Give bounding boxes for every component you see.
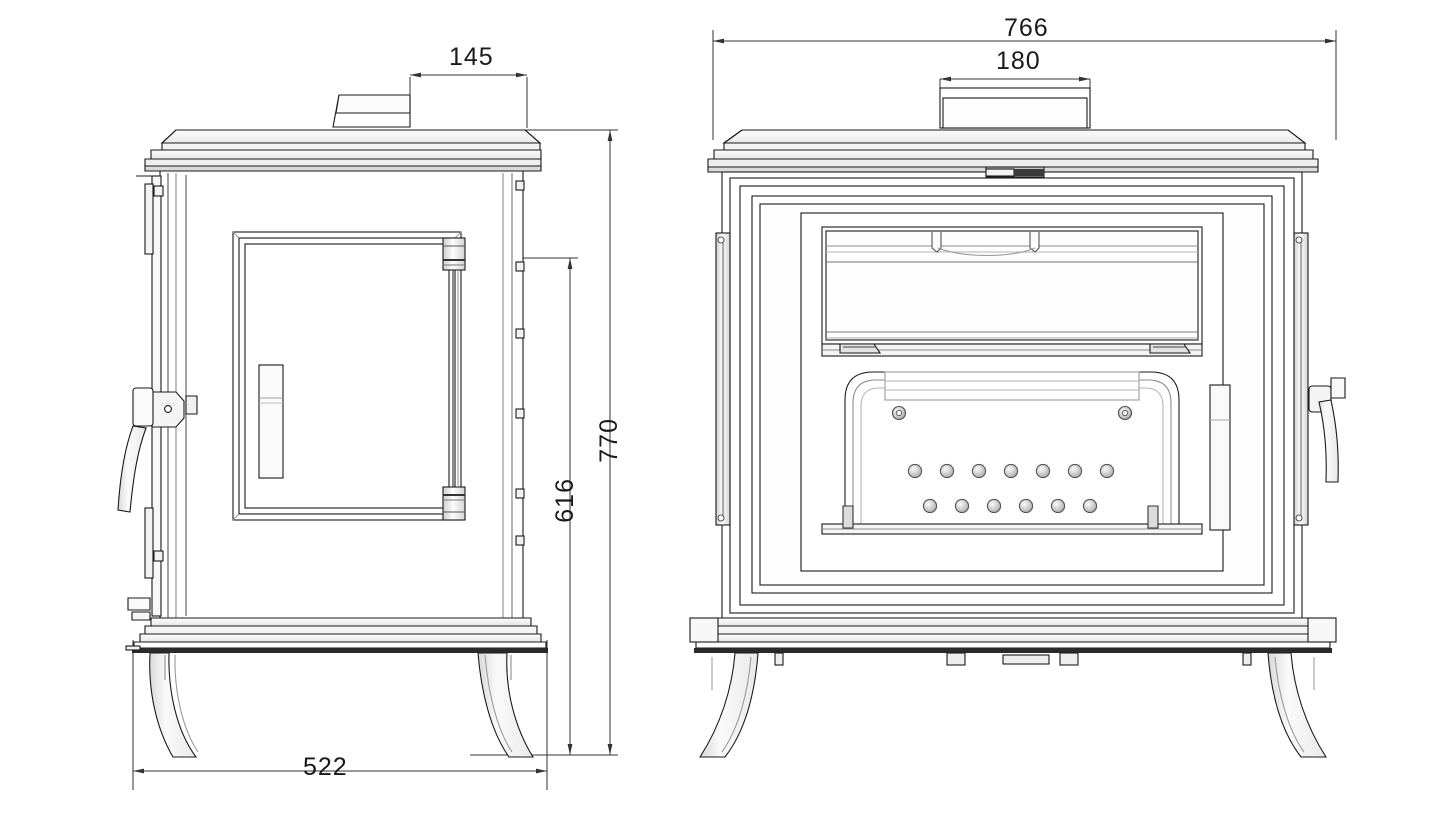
side-door-hinge-top [442,237,466,271]
side-door-handle[interactable] [117,387,198,513]
dimension-label-770: 770 [595,418,623,463]
front-grate-bottom-rail [821,505,1203,535]
dimension-label-180: 180 [996,47,1041,75]
front-rail-clip-left [839,343,882,354]
front-elevation-view [689,87,1346,758]
grate-holes-top-row [907,463,1115,479]
front-leg-right [1267,652,1328,758]
front-flue-collar [939,87,1091,129]
side-stud-set-left [153,185,164,562]
side-door-hinge-bottom [442,486,466,521]
side-door-latch[interactable] [258,364,284,479]
front-door-handle-right[interactable] [1308,377,1346,483]
front-air-control[interactable] [985,166,1045,178]
screw-right [1117,405,1133,421]
front-leg-left [698,652,759,758]
front-base [689,617,1337,653]
front-latch-block[interactable] [1209,384,1231,531]
front-grate-surround [844,371,1180,525]
front-underbase-fittings [774,652,1252,666]
screw-left [891,405,907,421]
dimension-label-616: 616 [551,478,579,523]
side-leg-left [149,652,199,758]
side-flue-collar [332,94,411,128]
grate-holes-bottom-row [922,498,1098,514]
dimension-label-522: 522 [303,753,348,781]
front-top-plate [707,129,1319,173]
side-top-plate [144,129,542,172]
side-leg-detail [164,655,512,680]
side-leg-right [477,652,534,758]
dimension-label-145: 145 [449,43,494,71]
side-elevation-view [117,94,548,758]
front-grate-screws [891,405,1133,421]
front-baffle-rail [821,343,1203,357]
dimension-label-766: 766 [1004,14,1049,42]
front-hinge-bar-left [715,232,731,526]
side-base [125,597,548,653]
front-hinge-bar-right [1293,232,1309,526]
front-glass-panel [821,226,1203,345]
side-stud-set [515,180,525,546]
front-rail-clip-right [1149,343,1192,354]
dimension-lines [132,30,1337,790]
